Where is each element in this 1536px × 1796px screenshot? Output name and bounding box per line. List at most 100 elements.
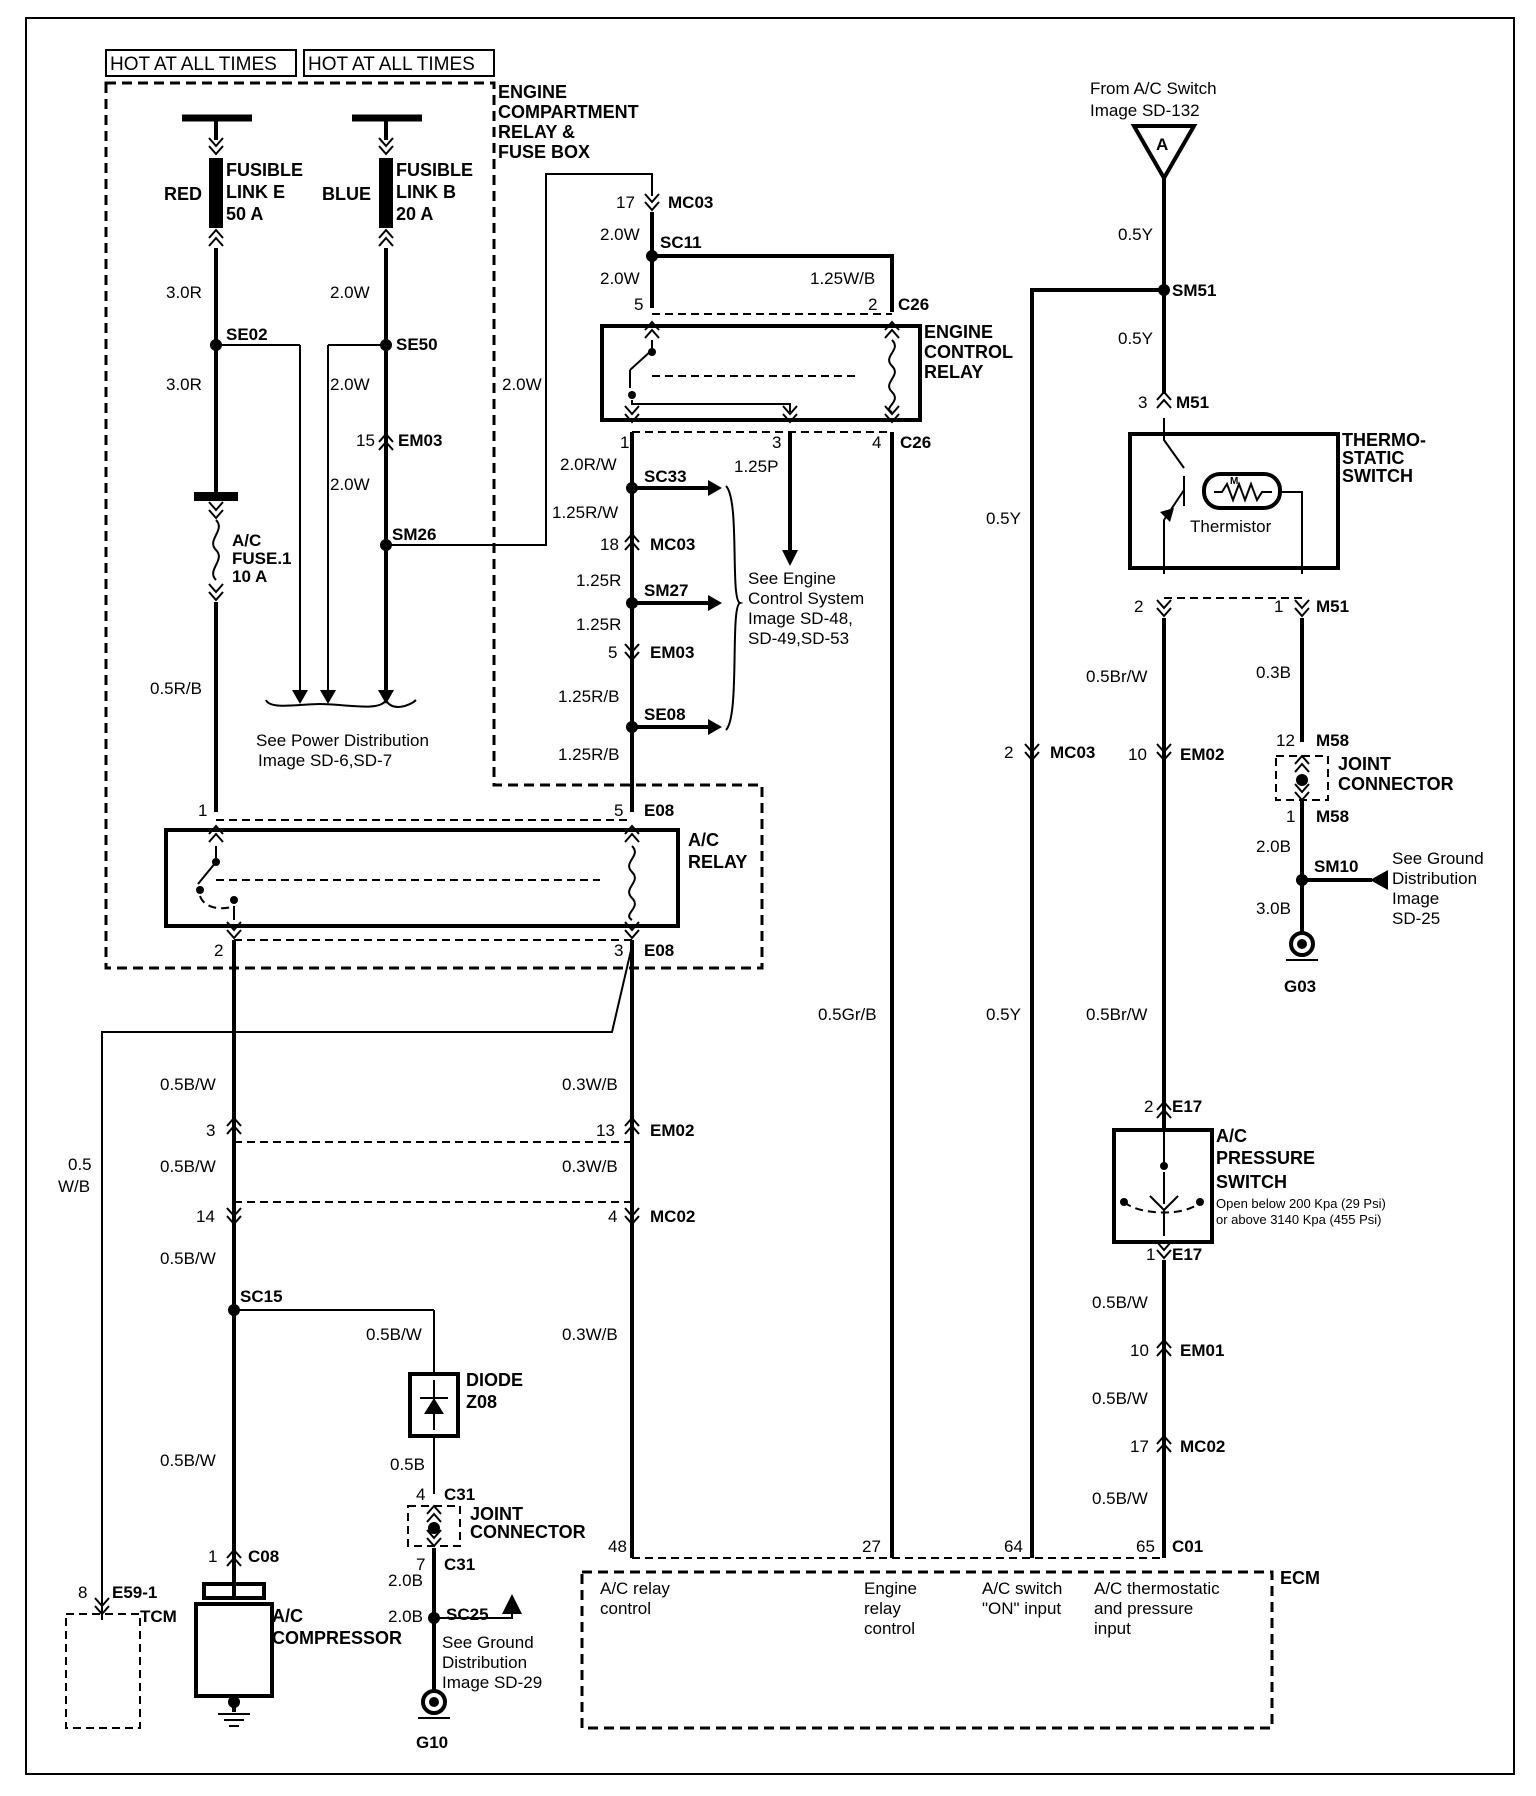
ground-ref-sd29: See Ground Distribution Image SD-29 xyxy=(442,1633,542,1692)
engine-control-ref: See Engine Control System Image SD-48, S… xyxy=(748,569,869,648)
pin-label: 4 xyxy=(608,1207,617,1226)
thermostatic-switch xyxy=(1128,432,1340,570)
wire-label: 0.5B/W xyxy=(160,1075,216,1094)
connector-label: M58 xyxy=(1316,731,1349,750)
wire-label: 2.0R/W xyxy=(560,455,617,474)
connector-label: E08 xyxy=(644,801,674,820)
ground-ref-sd25: See Ground Distribution Image SD-25 xyxy=(1392,849,1488,928)
wire-label: 0.5B/W xyxy=(160,1451,216,1470)
fusible-link-b xyxy=(379,158,393,228)
ground-g03 xyxy=(1289,931,1315,957)
wire-label: 2.0W xyxy=(600,225,640,244)
splice-label: SC15 xyxy=(240,1287,283,1306)
wire-label: 0.5Y xyxy=(986,1005,1021,1024)
pin-label: 8 xyxy=(78,1583,87,1602)
pin-label: 17 xyxy=(1130,1437,1149,1456)
pin-label: 4 xyxy=(872,433,881,452)
pin-label: 3 xyxy=(206,1121,215,1140)
power-dist-ref: See Power Distribution Image SD-6,SD-7 xyxy=(256,731,434,770)
wire-label: 0.5B/W xyxy=(1092,1489,1148,1508)
connector-label: E17 xyxy=(1172,1245,1202,1264)
pin-label: 2 xyxy=(1004,743,1013,762)
fusible-link-b-label: FUSIBLE LINK B 20 A xyxy=(396,160,478,224)
ac-relay-label: A/C RELAY xyxy=(688,830,747,872)
ecm-module xyxy=(580,1570,1274,1730)
pin-label: 10 xyxy=(1130,1341,1149,1360)
splice-label: SE50 xyxy=(396,335,438,354)
pin-label: 18 xyxy=(600,535,619,554)
wire-label: 2.0W xyxy=(330,375,370,394)
pin-label: 5 xyxy=(614,801,623,820)
connector-label: E08 xyxy=(644,941,674,960)
connector-label: E59-1 xyxy=(112,1583,157,1602)
connector-label: MC03 xyxy=(668,193,713,212)
thermistor-label: Thermistor xyxy=(1190,517,1272,536)
pin-label: 1 xyxy=(208,1547,217,1566)
pin-label: 12 xyxy=(1276,731,1295,750)
wire-label: 0.5B/W xyxy=(1092,1389,1148,1408)
wire-label: 2.0W xyxy=(600,269,640,288)
pin-label: 1 xyxy=(1286,807,1295,826)
connector-a-symbol xyxy=(1130,124,1198,183)
connector-a-label: A xyxy=(1156,135,1168,154)
svg-text:HOT AT ALL TIMES: HOT AT ALL TIMES xyxy=(308,54,475,75)
wire-label: 0.5B/W xyxy=(160,1157,216,1176)
pin-label: 65 xyxy=(1136,1537,1155,1556)
ecm-label: ECM xyxy=(1280,1568,1320,1588)
compressor-label: A/C COMPRESSOR xyxy=(272,1606,402,1648)
connector-label: M51 xyxy=(1316,597,1349,616)
wire-label: 0.3W/B xyxy=(562,1157,618,1176)
connector-label: EM03 xyxy=(650,643,694,662)
connector-label: EM02 xyxy=(1180,745,1224,764)
connector-label: M58 xyxy=(1316,807,1349,826)
pin-label: 14 xyxy=(196,1207,215,1226)
red-label: RED xyxy=(164,184,202,204)
ecm-pin-desc-relay: A/C relay control xyxy=(600,1579,675,1618)
wire-label: 0.3B xyxy=(1256,663,1291,682)
ac-fuse-symbol xyxy=(212,519,220,581)
splice-label: SM10 xyxy=(1314,857,1358,876)
splice-label: SM27 xyxy=(644,581,688,600)
pin-label: 15 xyxy=(356,431,375,450)
pin-label: 5 xyxy=(634,295,643,314)
ground-g10 xyxy=(421,1689,447,1715)
connector-label: C26 xyxy=(898,295,929,314)
connector-label: M51 xyxy=(1176,393,1209,412)
wire-label: 0.5Br/W xyxy=(1086,667,1147,686)
wire-label: 0.5B/W xyxy=(160,1249,216,1268)
wire-label: 1.25W/B xyxy=(810,269,875,288)
fusible-link-e xyxy=(209,158,223,228)
connector-label: C01 xyxy=(1172,1537,1203,1556)
ac-relay xyxy=(164,828,680,928)
connector-label: MC02 xyxy=(1180,1437,1225,1456)
splice-label: SC11 xyxy=(660,233,702,252)
wire-label: 0.5 W/B xyxy=(58,1155,96,1196)
wire-label: 0.5B xyxy=(390,1455,425,1474)
ecm-pin-desc-switch: A/C switch "ON" input xyxy=(982,1579,1067,1618)
wire-label: 1.25R xyxy=(576,615,621,634)
pressure-switch-note: Open below 200 Kpa (29 Psi) or above 314… xyxy=(1216,1196,1389,1227)
wire-label: 1.25R/B xyxy=(558,687,619,706)
hot-label-box-1: HOT AT ALL TIMES xyxy=(105,49,297,77)
pin-label: 3 xyxy=(772,433,781,452)
ecm-pin-desc-thermo: A/C thermostatic and pressure input xyxy=(1094,1579,1224,1638)
hot-label-box-2: HOT AT ALL TIMES xyxy=(303,49,495,77)
splice-label: SM26 xyxy=(392,525,436,544)
connector-label: EM02 xyxy=(650,1121,694,1140)
pin-label: 13 xyxy=(596,1121,615,1140)
connector-label: EM01 xyxy=(1180,1341,1224,1360)
ac-compressor-clutch xyxy=(202,1582,266,1600)
pin-label: 10 xyxy=(1128,745,1147,764)
pin-label: 3 xyxy=(1138,393,1147,412)
joint-connector-label: JOINT CONNECTOR xyxy=(470,1504,586,1542)
pin-label: 64 xyxy=(1004,1537,1023,1556)
wire-label: 3.0R xyxy=(166,375,202,394)
page-frame xyxy=(25,17,1515,1775)
thermostatic-switch-label: THERMO- STATIC SWITCH xyxy=(1342,430,1431,486)
wire-label: 1.25P xyxy=(734,457,778,476)
splice-label: SM51 xyxy=(1172,281,1216,300)
svg-text:HOT AT ALL TIMES: HOT AT ALL TIMES xyxy=(110,54,277,75)
svg-text:M: M xyxy=(1230,476,1238,487)
wire-label: 0.5Gr/B xyxy=(818,1005,877,1024)
